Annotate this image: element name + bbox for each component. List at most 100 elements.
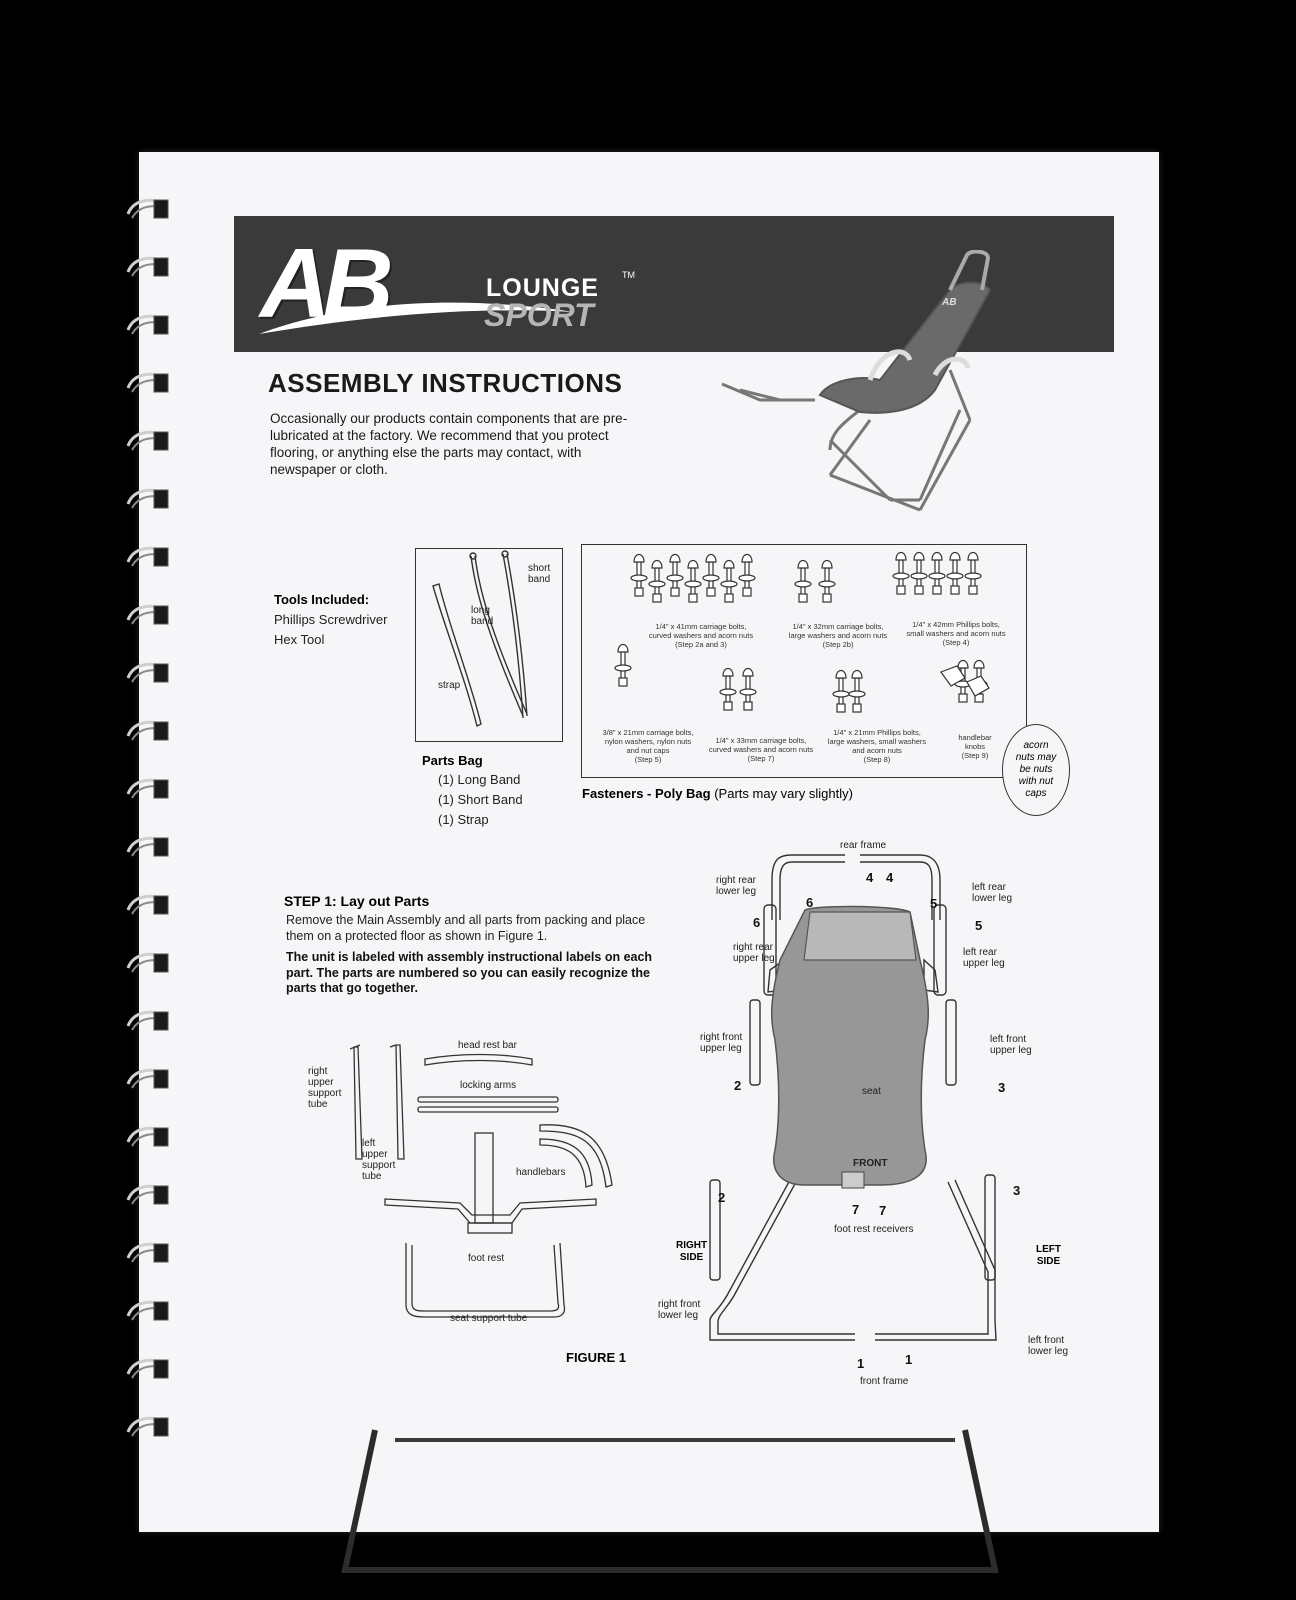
page-title: ASSEMBLY INSTRUCTIONS [268,368,623,398]
head-rest-bar-label: head rest bar [458,1040,517,1051]
handlebars-label: handlebars [516,1167,566,1178]
binding-coil [124,950,172,976]
binding-coil [124,254,172,280]
chair-logo: AB [941,297,956,308]
bolt-icon [614,643,632,687]
right-upper-support-tube-label: right upper support tube [308,1066,342,1110]
figure-caption: FIGURE 1 [566,1350,626,1365]
logo-trademark: TM [622,270,635,280]
bolt-icon [928,551,946,595]
logo-swoosh-icon [259,302,574,334]
frame-assembly-drawing [709,854,997,1341]
binding-coil [124,1298,172,1324]
part-number: 4 [886,870,894,885]
bolt-icon [848,669,866,713]
parts-bag-item: (1) Short Band [438,792,523,807]
fastener-caption: 1/4" x 42mm Phillips bolts, small washer… [906,620,1006,647]
fastener-caption: 1/4" x 21mm Phillips bolts, large washer… [827,728,927,764]
bolt-icon [684,559,702,603]
handlebar-knob-icon [940,665,990,697]
manual-page [139,152,1159,1532]
step1-text: Remove the Main Assembly and all parts f… [286,913,646,943]
fastener-caption: 1/4" x 32mm carriage bolts, large washer… [788,622,888,649]
right-front-lower-leg-label: right front lower leg [658,1299,701,1321]
left-rear-lower-leg-label: left rear lower leg [972,882,1013,904]
bolt-icon [719,667,737,711]
binding-coil [124,196,172,222]
part-number: 5 [975,918,983,933]
binding-coil [124,486,172,512]
left-rear-upper-leg-label: left rear upper leg [963,947,1005,969]
bolt-icon [910,551,928,595]
binding-coil [124,776,172,802]
front-frame-label: front frame [860,1376,909,1387]
strap-label: strap [438,680,461,691]
front-label: FRONT [853,1158,888,1169]
fastener-caption: 1/4" x 33mm carriage bolts, curved washe… [708,736,814,763]
tool-item: Hex Tool [274,632,325,647]
lounge-chair-image: AB [721,250,992,512]
part-number: 4 [866,870,874,885]
fastener-caption: handlebar knobs (Step 9) [958,733,992,760]
part-number: 3 [998,1080,1006,1095]
binding-coil [124,834,172,860]
right-rear-lower-leg-label: right rear lower leg [716,875,757,897]
binding-coil [124,602,172,628]
bolt-icon [832,669,850,713]
logo-lounge: LOUNGE [486,274,599,302]
part-number: 5 [930,896,938,911]
step1-bold-text: The unit is labeled with assembly instru… [286,950,653,995]
binding-coil [124,1066,172,1092]
right-front-upper-leg-label: right front upper leg [700,1032,743,1054]
part-number: 7 [879,1203,887,1218]
parts-bag-item: (1) Long Band [438,772,521,787]
bolt-icon [818,559,836,603]
acorn-nut-note: acorn nuts may be nuts with nut caps [1002,724,1070,816]
binding-coil [124,428,172,454]
fasteners-box [581,544,1027,778]
left-side-label: LEFT SIDE [1036,1244,1061,1267]
binding-coil [124,892,172,918]
tools-heading: Tools Included: [274,592,370,607]
binding-coil [124,1008,172,1034]
logo-sport: SPORT [484,297,594,333]
bolt-icon [964,551,982,595]
seat-support-tube-label: seat support tube [450,1313,528,1324]
bolt-icon [738,553,756,597]
binding-coil [124,660,172,686]
bolt-icon [794,559,812,603]
part-number: 6 [753,915,761,930]
part-number: 2 [718,1190,726,1205]
bolt-icon [630,553,648,597]
left-upper-support-tube-label: left upper support tube [362,1138,396,1182]
binding-coil [124,1240,172,1266]
part-number: 1 [857,1356,865,1371]
parts-bag-box [415,548,563,742]
left-front-lower-leg-label: left front lower leg [1028,1335,1069,1357]
rear-frame-label: rear frame [840,840,887,851]
bolt-icon [739,667,757,711]
left-front-upper-leg-label: left front upper leg [990,1034,1032,1056]
bolt-icon [648,559,666,603]
bolt-icon [720,559,738,603]
bolt-icon [946,551,964,595]
long-band-label: long band [471,605,494,627]
foot-rest-label: foot rest [468,1253,505,1264]
loose-parts-drawing [349,1044,613,1318]
display-stand [341,1429,999,1573]
binding-coil [124,718,172,744]
parts-bag-heading: Parts Bag [422,753,483,768]
binding-coil [124,312,172,338]
short-band-label: short band [528,563,551,585]
part-number: 1 [905,1352,913,1367]
part-number: 3 [1013,1183,1021,1198]
binding-coil [124,1414,172,1440]
foot-rest-receivers-label: foot rest receivers [834,1224,914,1235]
parts-bag-item: (1) Strap [438,812,489,827]
binding-coil [124,1124,172,1150]
binding-coil [124,1182,172,1208]
fastener-caption: 3/8" x 21mm carriage bolts, nylon washer… [602,728,694,764]
seat-label: seat [862,1086,881,1097]
step1-heading: STEP 1: Lay out Parts [284,893,430,909]
locking-arms-label: locking arms [460,1080,517,1091]
